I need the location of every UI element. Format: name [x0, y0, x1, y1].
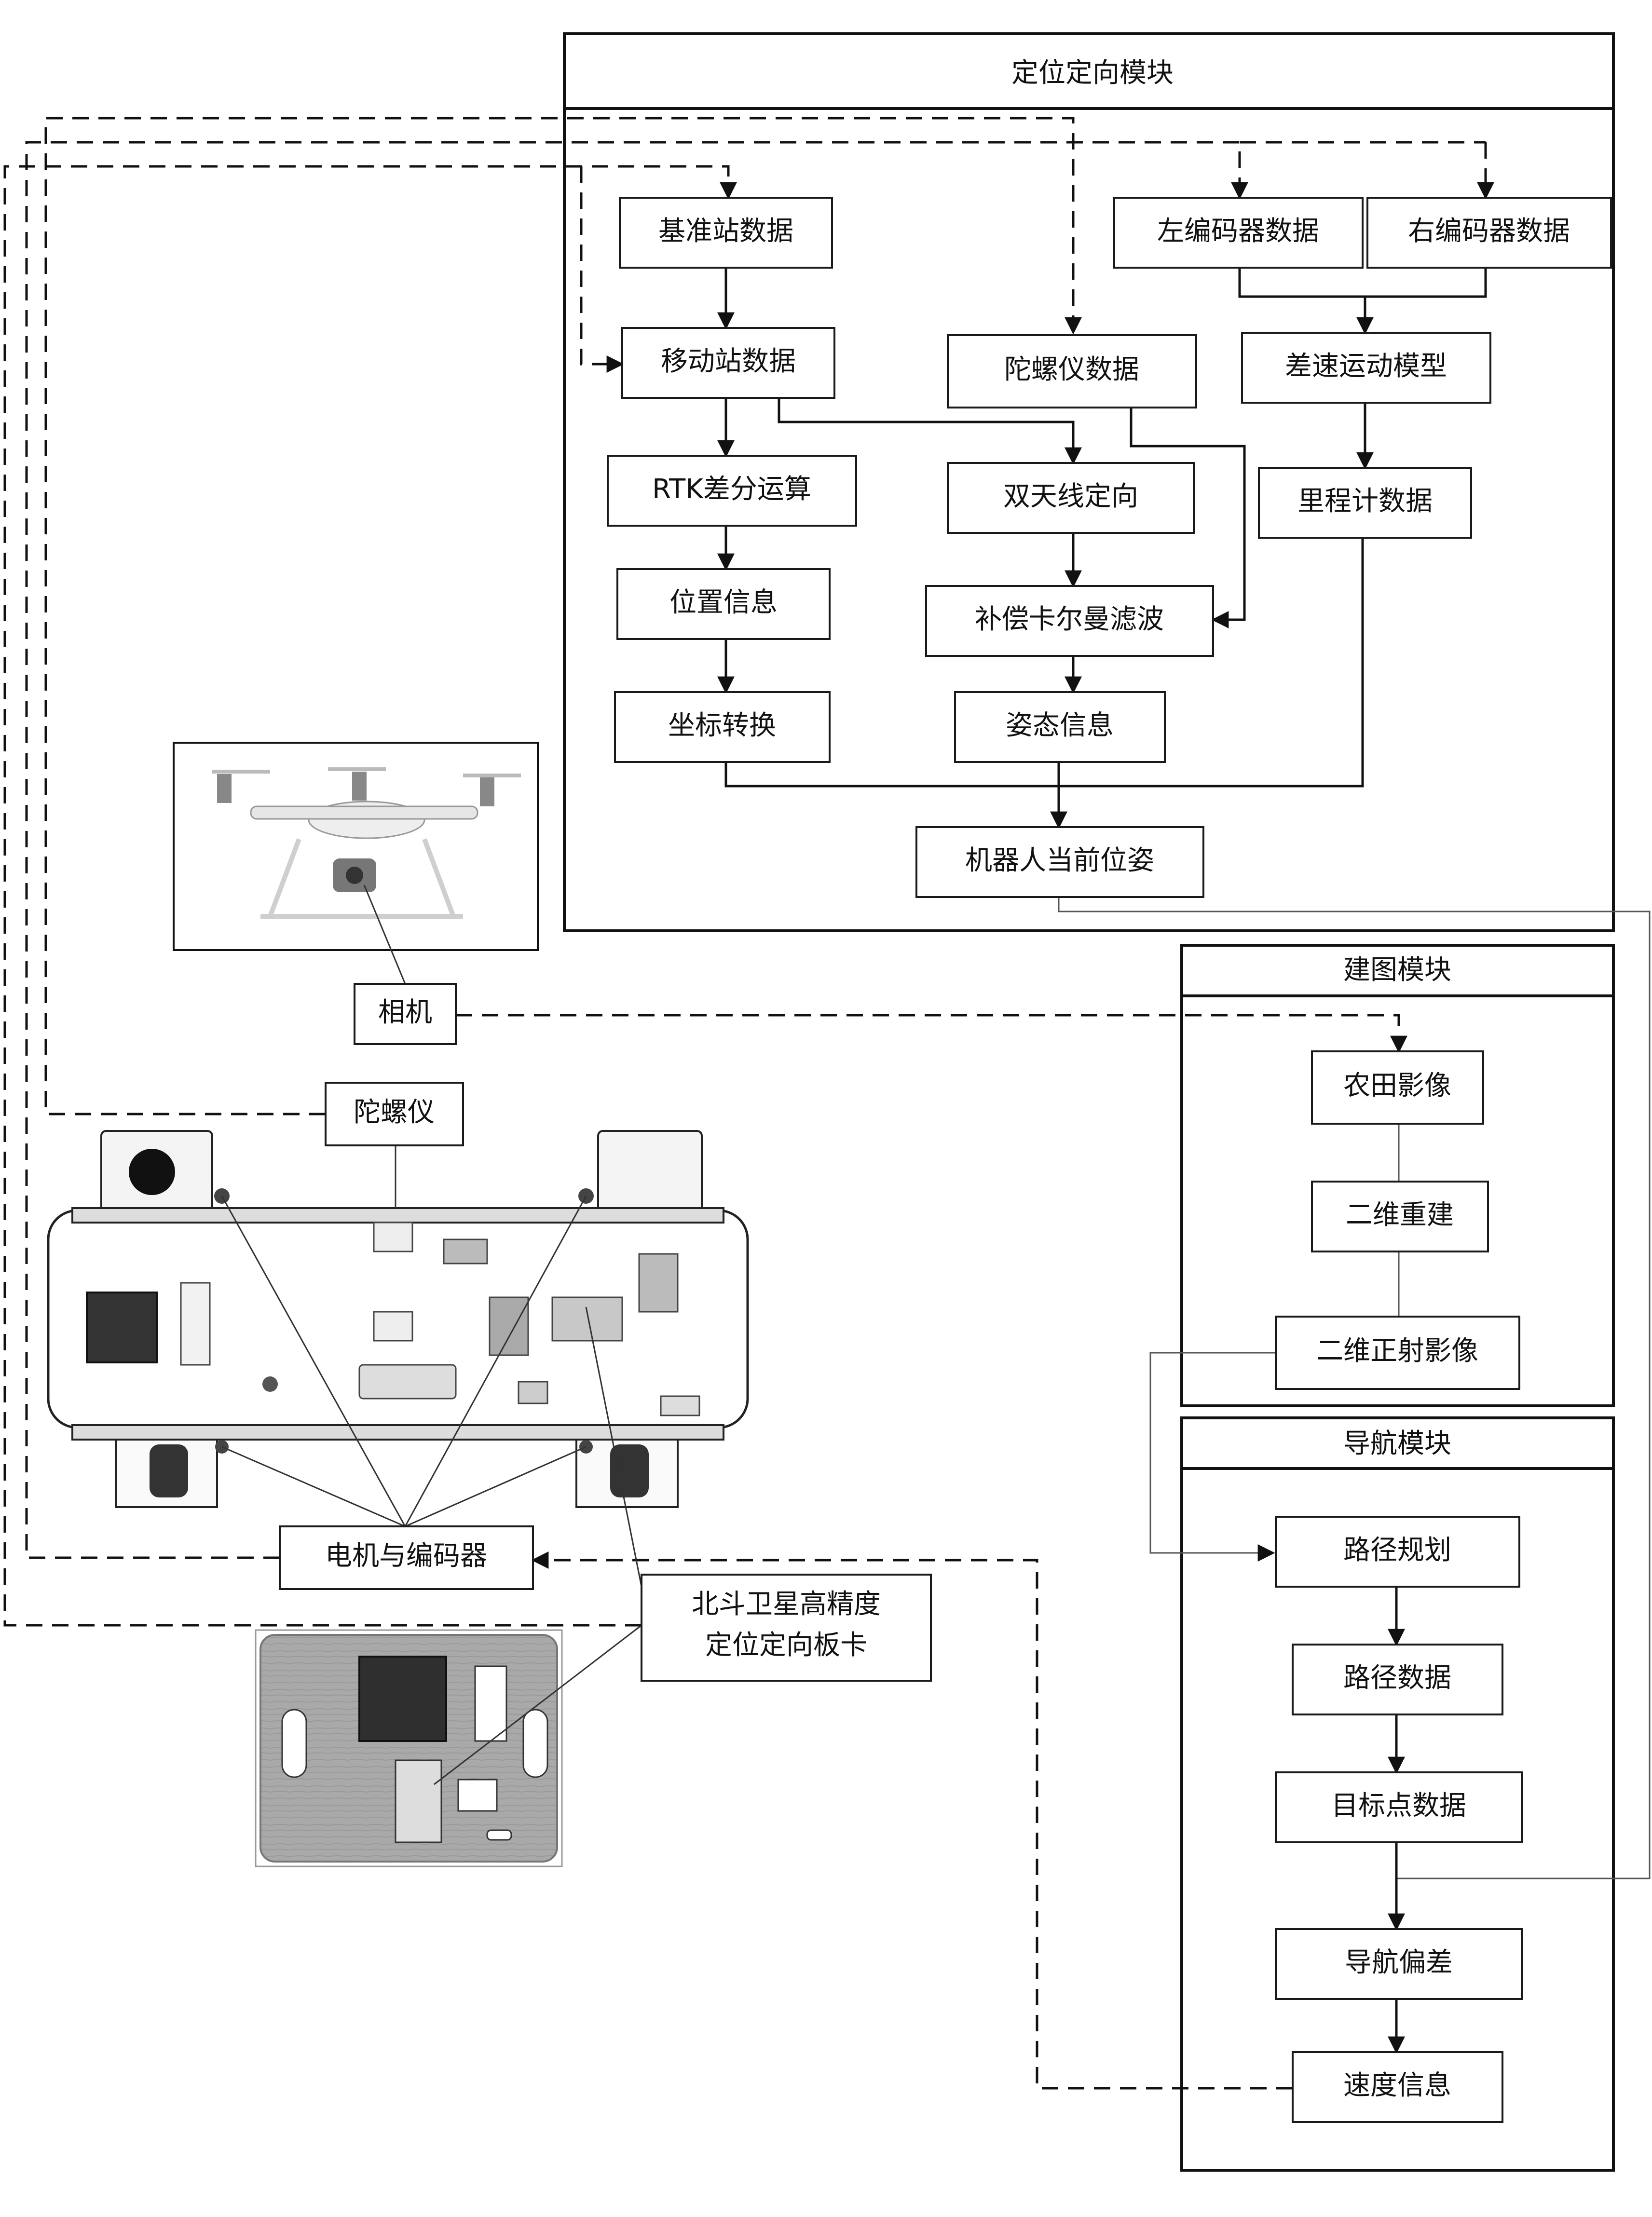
- dual-antenna-label: 双天线定向: [1003, 481, 1138, 512]
- robot-chassis-icon: [47, 1130, 749, 1508]
- odometry-label: 里程计数据: [1297, 486, 1433, 517]
- field-image-label: 农田影像: [1343, 1070, 1451, 1102]
- box-nav-deviation: 导航偏差: [1275, 1928, 1523, 2000]
- kalman-label: 补偿卡尔曼滤波: [975, 604, 1164, 635]
- navigation-module-title: 导航模块: [1343, 1428, 1451, 1459]
- box-odometry: 里程计数据: [1258, 467, 1472, 539]
- box-robot-pose: 机器人当前位姿: [915, 826, 1204, 898]
- drone-icon: [173, 742, 539, 951]
- mapping-navigation-connectors: [1149, 1124, 1405, 2054]
- dashed-connectors: [3, 117, 1494, 2090]
- ortho-image-label: 二维正射影像: [1316, 1335, 1478, 1367]
- left-encoder-label: 左编码器数据: [1157, 216, 1319, 247]
- positioning-module: 定位定向模块: [563, 32, 1615, 932]
- box-field-image: 农田影像: [1311, 1050, 1484, 1125]
- box-right-encoder: 右编码器数据: [1366, 197, 1612, 269]
- reconstruction-label: 二维重建: [1346, 1199, 1454, 1231]
- box-path-planning: 路径规划: [1275, 1516, 1520, 1588]
- rtk-label: RTK差分运算: [652, 474, 811, 505]
- box-motor-encoder: 电机与编码器: [279, 1525, 534, 1590]
- positioning-board-icon: [255, 1629, 563, 1867]
- box-path-data: 路径数据: [1292, 1644, 1503, 1715]
- box-rover-station: 移动站数据: [621, 327, 835, 399]
- camera-label: 相机: [378, 997, 432, 1028]
- beidou-label-line2: 定位定向板卡: [705, 1630, 867, 1661]
- path-planning-label: 路径规划: [1343, 1535, 1451, 1566]
- box-rtk: RTK差分运算: [607, 455, 857, 527]
- attitude-label: 姿态信息: [1006, 710, 1114, 741]
- box-target-data: 目标点数据: [1275, 1771, 1523, 1843]
- path-data-label: 路径数据: [1343, 1662, 1451, 1694]
- rover-station-label: 移动站数据: [661, 346, 796, 377]
- target-data-label: 目标点数据: [1331, 1790, 1466, 1822]
- navigation-module: 导航模块: [1180, 1416, 1615, 2172]
- box-gyroscope: 陀螺仪: [325, 1082, 464, 1146]
- box-beidou-board: 北斗卫星高精度 定位定向板卡: [641, 1574, 932, 1682]
- mapping-module-title: 建图模块: [1343, 954, 1451, 986]
- robot-pose-label: 机器人当前位姿: [965, 845, 1154, 876]
- nav-deviation-label: 导航偏差: [1345, 1947, 1453, 1978]
- position-label: 位置信息: [669, 587, 778, 618]
- gyro-data-label: 陀螺仪数据: [1004, 354, 1139, 385]
- leader-lines: [221, 884, 642, 1785]
- box-ortho-image: 二维正射影像: [1275, 1316, 1520, 1390]
- box-speed-info: 速度信息: [1292, 2051, 1503, 2123]
- box-dual-antenna: 双天线定向: [947, 462, 1195, 534]
- box-camera: 相机: [354, 983, 457, 1045]
- speed-info-label: 速度信息: [1343, 2070, 1451, 2101]
- base-station-label: 基准站数据: [658, 216, 793, 247]
- box-left-encoder: 左编码器数据: [1113, 197, 1364, 269]
- positioning-connectors: [717, 268, 1651, 1879]
- motor-encoder-label: 电机与编码器: [325, 1540, 487, 1572]
- box-kalman: 补偿卡尔曼滤波: [925, 585, 1214, 657]
- coord-transform-label: 坐标转换: [668, 710, 776, 741]
- box-reconstruction: 二维重建: [1311, 1181, 1489, 1252]
- box-diff-model: 差速运动模型: [1241, 332, 1491, 404]
- positioning-module-title: 定位定向模块: [1011, 57, 1174, 89]
- gyroscope-label: 陀螺仪: [354, 1097, 435, 1128]
- mapping-module: 建图模块: [1180, 944, 1615, 1407]
- box-position: 位置信息: [616, 568, 831, 640]
- box-base-station: 基准站数据: [619, 197, 833, 269]
- box-coord-transform: 坐标转换: [614, 691, 831, 763]
- diff-model-label: 差速运动模型: [1285, 351, 1447, 382]
- box-gyro-data: 陀螺仪数据: [947, 334, 1197, 408]
- right-encoder-label: 右编码器数据: [1408, 216, 1570, 247]
- box-attitude: 姿态信息: [954, 691, 1166, 763]
- beidou-label-line1: 北斗卫星高精度: [692, 1589, 881, 1620]
